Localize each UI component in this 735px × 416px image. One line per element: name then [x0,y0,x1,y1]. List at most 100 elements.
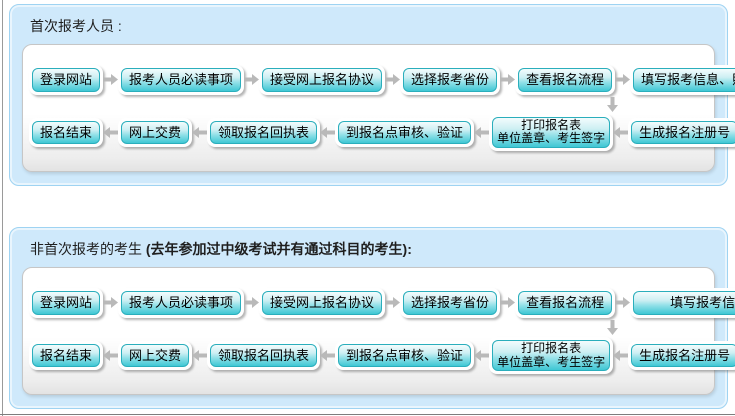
section-title-bold-text: (去年参加过中级考试并有通过科目的考生): [145,241,412,258]
page-bottom-border [0,414,735,415]
flow-step-label-line: 报名结束 [40,124,93,140]
flow-step-label-line: 单位盖章、考生签字 [497,354,606,369]
section-title-text: 非首次报考的考生 [30,241,146,258]
flow-section-1: 首次报考人员 : 登录网站 报考人员必读事项 接受网上报名协议 选择报考省份 查看报名流程… [9,4,735,187]
flow-step-label-line: 打印报名表 [521,340,582,355]
flow-step-label-line: 打印报名表 [521,117,582,132]
flow-step-label: 到报名点审核、验证 [338,120,472,145]
flow-step-label-line: 生成报名注册号 [639,347,731,363]
section-title: 非首次报考的考生 (去年参加过中级考试并有通过科目的考生): [22,235,715,267]
flow-step-node: 登录网站 [29,65,104,95]
flow-step-label: 填写报考信息、照片上传 [633,68,735,92]
flow-step-label: 网上交费 [121,343,190,368]
flow-step-label-line: 网上交费 [129,347,182,363]
arrow-right-icon [244,73,260,86]
arrow-down-icon [606,96,619,112]
flow-section-2: 非首次报考的考生 (去年参加过中级考试并有通过科目的考生): 登录网站 报考人员必读… [9,227,735,410]
flow-step-label-line: 接受网上报名协议 [270,295,375,311]
flow-step-node: 报考人员必读事项 [118,65,245,95]
flow-step-label: 接受网上报名协议 [262,291,383,315]
flow-step-label: 查看报名流程 [518,291,613,315]
arrow-left-icon [613,126,629,139]
arrow-left-icon [613,349,629,362]
flow-step-node: 选择报考省份 [400,65,501,95]
flow-step-label: 生成报名注册号 [631,343,735,368]
flow-step-label: 查看报名流程 [518,68,613,92]
flow-step-node: 到报名点审核、验证 [335,340,475,371]
flow-step-label: 报名结束 [32,120,101,145]
flow-step-label: 登录网站 [32,291,101,315]
arrow-left-icon [474,349,490,362]
arrow-right-icon [103,296,119,309]
flow-step-node: 到报名点审核、验证 [335,117,475,148]
flow-step-label-line: 领取报名回执表 [218,347,310,363]
flow-step-label-line: 报名结束 [40,347,93,363]
flow-step-label-line: 查看报名流程 [526,72,605,87]
arrow-right-icon [103,73,119,86]
arrow-right-icon [615,296,631,309]
arrow-right-icon [500,73,516,86]
flow-step-label: 到报名点审核、验证 [338,343,472,368]
flow-step-label: 报名结束 [32,343,101,368]
flow-step-node: 接受网上报名协议 [259,65,386,95]
flow-step-label-line: 填写报考信息、照片上传 [641,72,735,87]
flow-step-label-line: 报考人员必读事项 [129,295,234,311]
flow-step-node: 报名结束 [29,117,104,148]
page-left-border [2,0,3,416]
flow-step-label-line: 到报名点审核、验证 [346,347,464,363]
flow-step-node: 打印报名表单位盖章、考生签字 [489,336,614,375]
flowchart-panel: 登录网站 报考人员必读事项 接受网上报名协议 选择报考省份 查看报名流程 填写报考信息、照… [22,44,735,173]
flow-step-node: 选择报考省份 [400,288,501,318]
arrow-right-icon [385,73,401,86]
arrow-left-icon [192,349,208,362]
arrow-left-icon [103,349,119,362]
flow-step-label: 接受网上报名协议 [262,68,383,92]
flow-step-node: 打印报名表单位盖章、考生签字 [489,113,614,152]
arrow-left-icon [320,349,336,362]
flow-step-node: 网上交费 [118,340,193,371]
flow-step-node: 登录网站 [29,288,104,318]
flow-step-label-line: 选择报考省份 [411,72,490,87]
flow-step-node: 网上交费 [118,117,193,148]
flow-step-label-line: 报考人员必读事项 [129,72,234,87]
flow-step-node: 填写报考信息、照片上传 [630,65,735,95]
flow-row-connector [28,319,709,336]
arrow-right-icon [385,296,401,309]
flow-step-label: 领取报名回执表 [210,120,318,145]
flow-step-node: 报考人员必读事项 [118,288,245,318]
flow-row-forward: 登录网站 报考人员必读事项 接受网上报名协议 选择报考省份 查看报名流程 填写报考信息 [28,288,735,318]
flow-step-node: 生成报名注册号 [628,117,735,148]
flow-step-node: 接受网上报名协议 [259,288,386,318]
flow-row-connector [28,96,709,113]
flow-step-node: 领取报名回执表 [207,117,321,148]
flow-step-label: 填写报考信息 [633,291,735,315]
flow-step-label: 打印报名表单位盖章、考生签字 [492,116,611,149]
flow-row-backward: 报名结束 网上交费 领取报名回执表 到报名点审核、验证 打印报名表单位盖章、考生签字 生成… [28,336,735,375]
section-title-text: 首次报考人员 : [30,18,122,34]
flow-step-label: 网上交费 [121,120,190,145]
flow-step-label-line: 填写报考信息 [670,295,735,311]
flow-step-label: 选择报考省份 [403,68,498,92]
flowchart-sections: 首次报考人员 :登录网站报考人员必读事项接受网上报名协议选择报考省份查看报名流程… [9,4,735,410]
flow-step-label: 报考人员必读事项 [121,291,242,315]
flow-step-label-line: 生成报名注册号 [639,124,731,140]
arrow-left-icon [474,126,490,139]
flow-step-label-line: 登录网站 [40,295,93,311]
flow-step-label: 报考人员必读事项 [121,68,242,92]
flow-step-node: 报名结束 [29,340,104,371]
arrow-right-icon [244,296,260,309]
flow-step-node: 生成报名注册号 [628,340,735,371]
flow-step-node: 填写报考信息 [630,288,735,318]
flow-step-label-line: 选择报考省份 [411,295,490,311]
arrow-down-icon [606,319,619,335]
flow-step-label-line: 单位盖章、考生签字 [497,131,606,146]
flow-step-label-line: 领取报名回执表 [218,124,310,140]
flow-row-backward: 报名结束网上交费领取报名回执表到报名点审核、验证打印报名表单位盖章、考生签字生成… [28,113,735,152]
flow-step-node: 领取报名回执表 [207,340,321,371]
flow-step-label: 登录网站 [32,68,101,92]
flow-step-node: 查看报名流程 [515,65,616,95]
flow-step-label-line: 查看报名流程 [526,295,605,311]
arrow-left-icon [320,126,336,139]
flow-step-node: 查看报名流程 [515,288,616,318]
arrow-left-icon [192,126,208,139]
